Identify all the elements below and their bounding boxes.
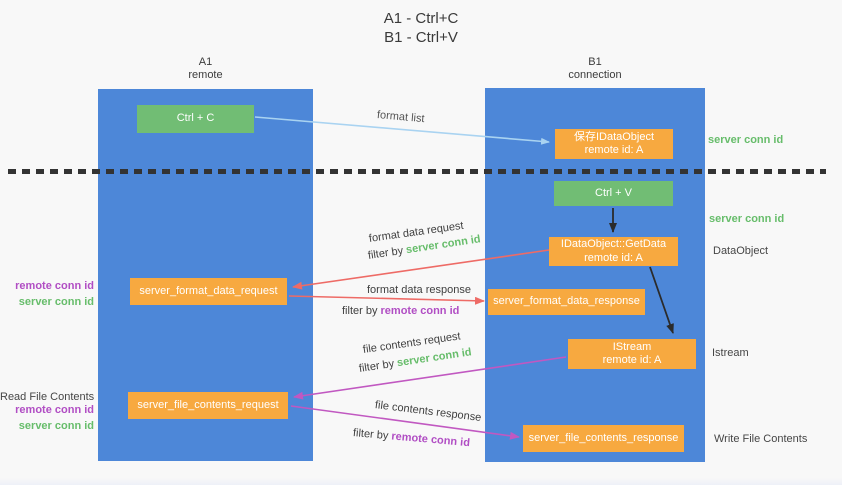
title-line-1: A1 - Ctrl+C (383, 10, 459, 27)
label-remote-conn-id-1: remote conn id (15, 280, 94, 292)
label-server-conn-id-mid: server conn id (709, 213, 785, 225)
column-a-header: A1 remote (98, 56, 313, 82)
node-save-idataobject-line2: remote id: A (584, 144, 644, 156)
diagram-title: A1 - Ctrl+C B1 - Ctrl+V (0, 9, 842, 47)
node-getdata-line1: IDataObject::GetData (560, 238, 667, 250)
edge-label-format-list: format list (376, 109, 426, 126)
label-read-file-contents: Read File Contents (0, 391, 95, 403)
node-istream: IStream remote id: A (568, 339, 696, 369)
node-istream-line1: IStream (612, 340, 652, 353)
filter-value-4: remote conn id (390, 430, 471, 450)
label-server-conn-id-2: server conn id (18, 419, 94, 432)
column-b-role: connection (568, 69, 622, 81)
column-b-name: B1 (588, 56, 602, 68)
node-ctrl-c: Ctrl + C (137, 105, 254, 133)
label-dataobject: DataObject (713, 245, 769, 257)
label-read-file-contents-wrap: Read File Contents (0, 392, 94, 408)
arrow-format-data-response (288, 295, 485, 305)
session-divider-dotted-line (8, 169, 826, 174)
label-write-file-contents: Write File Contents (714, 433, 808, 445)
filter-prefix-3: filter by (358, 357, 398, 375)
bottom-edge-shade (0, 478, 842, 485)
node-format-response-label: server_format_data_response (493, 295, 640, 308)
node-server-format-data-request: server_format_data_request (130, 278, 287, 305)
node-file-request-label: server_file_contents_request (137, 398, 279, 411)
column-b-header: B1 connection (485, 56, 705, 82)
label-istream: Istream (712, 347, 749, 359)
node-getdata-line2: remote id: A (584, 251, 643, 264)
column-a-role: remote (188, 69, 223, 81)
node-istream-line2: remote id: A (602, 354, 662, 366)
node-idataobject-getdata: IDataObject::GetData remote id: A (549, 237, 678, 266)
edge-label-format-data-response: format data response (367, 284, 471, 296)
label-server-conn-id-1: server conn id (18, 295, 94, 308)
conn-id-pair-2: remote conn id server conn id (0, 405, 94, 436)
edge-label-filter-by-remote-conn-id-1: filter by remote conn id (342, 305, 459, 317)
title-line-2: B1 - Ctrl+V (384, 29, 458, 46)
node-format-request-label: server_format_data_request (139, 284, 278, 297)
column-a-name: A1 (198, 56, 213, 68)
node-server-file-contents-response: server_file_contents_response (523, 425, 684, 452)
node-save-idataobject: 保存IDataObject remote id: A (555, 129, 673, 159)
conn-id-pair-1: remote conn id server conn id (0, 281, 94, 312)
filter-value-2: remote conn id (380, 305, 460, 317)
edge-label-filter-by-remote-conn-id-2: filter by remote conn id (352, 427, 470, 449)
node-file-response-label: server_file_contents_response (528, 431, 679, 444)
node-ctrl-v-label: Ctrl + V (595, 186, 632, 199)
node-ctrl-c-label: Ctrl + C (176, 112, 215, 125)
filter-prefix-4: filter by (352, 427, 392, 443)
node-server-file-contents-request: server_file_contents_request (128, 392, 288, 419)
node-save-idataobject-line1: 保存IDataObject (573, 130, 655, 143)
filter-prefix-2: filter by (342, 305, 381, 317)
filter-prefix-1: filter by (367, 244, 407, 262)
node-server-format-data-response: server_format_data_response (488, 289, 645, 315)
node-ctrl-v: Ctrl + V (554, 181, 673, 206)
edge-label-file-contents-response: file contents response (374, 399, 482, 424)
label-server-conn-id-top: server conn id (708, 134, 784, 146)
label-remote-conn-id-2: remote conn id (15, 404, 94, 416)
